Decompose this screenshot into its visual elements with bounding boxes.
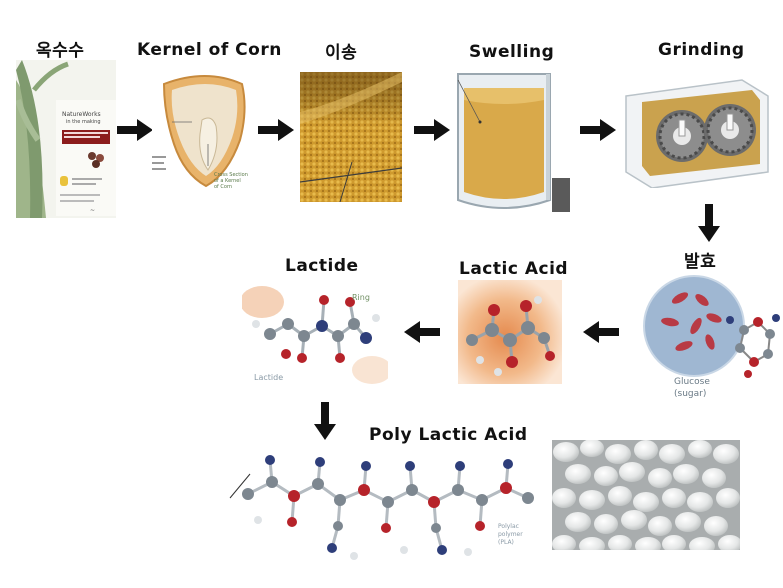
corn-plant-image: NatureWorks in the making ~ [16, 60, 116, 218]
arrow-right-icon [258, 119, 294, 141]
pla-polymer-chain-image: Polylac polymer (PLA) [228, 444, 550, 572]
kernel-note-line-3: of Corn [214, 184, 232, 190]
natureworks-heading: NatureWorks [62, 111, 101, 118]
kernel-note-line-2: of a Kernel [214, 178, 241, 184]
label-lactide: Lactide [285, 256, 359, 276]
label-kernel-of-corn: Kernel of Corn [137, 40, 282, 60]
label-swelling: Swelling [469, 42, 555, 62]
lactide-caption: Lactide [254, 373, 283, 382]
lactic-acid-molecule-image [458, 280, 562, 384]
swelling-tank-image [452, 70, 570, 220]
corn-grain-transfer-image [300, 72, 402, 202]
ring-annotation: Ring [352, 293, 370, 302]
arrow-left-icon [583, 321, 619, 343]
pla-pellets-image [552, 440, 740, 550]
arrow-down-icon [698, 204, 720, 242]
pla-caption-line-2: polymer [498, 531, 523, 538]
glucose-fermentation-image: Glucose (sugar) [640, 270, 780, 404]
lactide-molecule-image: Ring Lactide [242, 278, 388, 390]
glucose-caption: Glucose [674, 377, 710, 387]
grinding-machine-image [622, 76, 772, 188]
arrow-left-icon [404, 321, 440, 343]
natureworks-subheading: in the making [66, 119, 101, 125]
pla-caption-line-1: Polylac [498, 523, 519, 530]
kernel-note-line-1: Cross Section [214, 172, 248, 178]
kernel-cross-section-image: Cross Section of a Kernel of Corn [152, 70, 260, 202]
pla-caption-line-3: (PLA) [498, 539, 514, 546]
svg-text:~: ~ [90, 207, 95, 214]
arrow-right-icon [117, 119, 153, 141]
arrow-right-icon [414, 119, 450, 141]
label-fermentation: 발효 [684, 252, 717, 272]
label-transfer: 이송 [325, 43, 358, 63]
label-lactic-acid: Lactic Acid [459, 259, 569, 279]
sugar-caption: (sugar) [674, 389, 706, 399]
label-corn: 옥수수 [36, 41, 85, 61]
arrow-right-icon [580, 119, 616, 141]
label-grinding: Grinding [658, 40, 745, 60]
label-poly-lactic-acid: Poly Lactic Acid [369, 425, 528, 445]
arrow-down-icon [314, 402, 336, 440]
